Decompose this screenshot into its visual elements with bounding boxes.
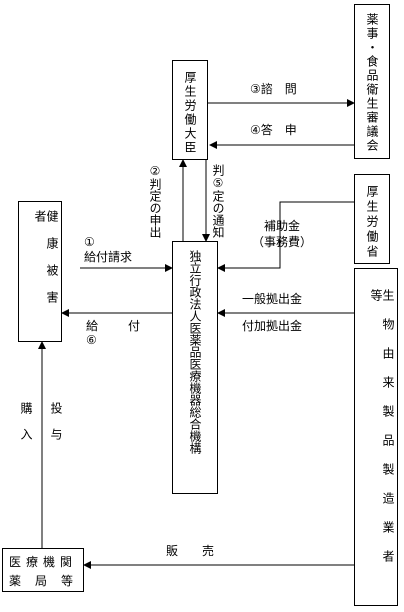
node-iryou-kikan-line2: 薬局等 [9, 574, 88, 588]
label-hantei-tsuuchi: 判⑤定の通知 [211, 164, 225, 238]
label-kyuufu-num: ⑥ [86, 333, 97, 347]
node-kouseiroudoushou: 厚生労働省 [354, 174, 390, 264]
label-touyo: 投与 [49, 402, 63, 454]
label-shimon: ③諮 問 [250, 82, 297, 96]
arrow-hojokin [217, 201, 354, 272]
node-kousei-daijin: 厚生労働大臣 [172, 60, 208, 160]
label-hantei-moushide: ②判定の申出 [148, 164, 162, 238]
label-fuka-kyoshutsukin: 付加拠出金 [242, 319, 303, 333]
label-toushin: ④答 申 [250, 123, 297, 137]
label-kyuufu-seikyuu-num: ① [84, 235, 95, 249]
label-hanbai: 販 売 [166, 544, 215, 558]
node-pmda-label: 独立行政法人医薬品医療機器総合機構 [188, 250, 202, 454]
node-iryou-kikan: 医療機関 薬局等 [2, 548, 84, 592]
node-pmda: 独立行政法人医薬品医療機器総合機構 [172, 241, 218, 494]
node-kousei-daijin-label: 厚生労働大臣 [183, 71, 197, 155]
node-seibutsu-seizou-label: 生物由来製品製造業者等 [369, 289, 395, 579]
node-iryou-kikan-line1: 医療機関 [9, 555, 78, 569]
node-kouseiroudoushou-label: 厚生労働省 [365, 185, 379, 260]
node-kenkou-higaisha: 健康被害者 [18, 201, 62, 342]
node-kenkou-higaisha-label: 健康被害者 [33, 210, 59, 318]
label-ippan-kyoshutsukin: 一般拠出金 [242, 292, 303, 306]
node-shingikai-label: 薬事・食品衛生審議会 [365, 13, 379, 153]
label-hojokin-line1: 補助金 [264, 219, 301, 233]
node-seibutsu-seizou: 生物由来製品製造業者等 [354, 268, 398, 606]
label-kyuufu-seikyuu: 給付請求 [84, 250, 133, 264]
label-kounyuu: 購入 [19, 402, 33, 454]
label-kyuufu: 給 付 [86, 319, 143, 333]
label-hojokin-line2: （事務費） [252, 235, 313, 249]
node-shingikai: 薬事・食品衛生審議会 [354, 4, 390, 159]
